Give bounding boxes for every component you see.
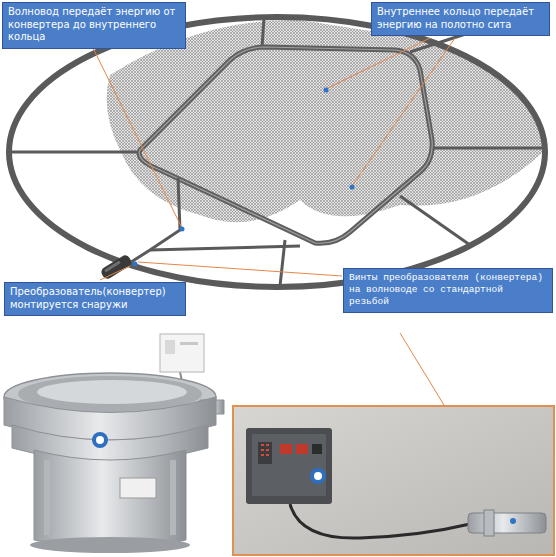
- spokes: [12, 18, 543, 286]
- inner-ring: [139, 47, 432, 243]
- callout-text: Винты преобразователя (конвертера) на во…: [349, 272, 547, 308]
- converter: [100, 253, 133, 280]
- generator-photo: [233, 406, 554, 555]
- callout-text: Волновод передаёт энергию от конвертера …: [8, 6, 180, 44]
- callout-box: Внутреннее кольцо передаёт энергию на по…: [371, 2, 550, 36]
- sieve-photo: [4, 334, 224, 553]
- callout-box: Волновод передаёт энергию от конвертера …: [2, 2, 186, 49]
- callout-box: Преобразователь(конвертер) монтируется с…: [4, 282, 186, 316]
- callout-box: Винты преобразователя (конвертера) на во…: [343, 268, 553, 313]
- callout-text: Преобразователь(конвертер) монтируется с…: [10, 286, 180, 311]
- marker-dots: [133, 88, 355, 267]
- waveguide: [128, 178, 300, 264]
- callout-text: Внутреннее кольцо передаёт энергию на по…: [377, 6, 544, 31]
- outer-ring: [9, 17, 545, 287]
